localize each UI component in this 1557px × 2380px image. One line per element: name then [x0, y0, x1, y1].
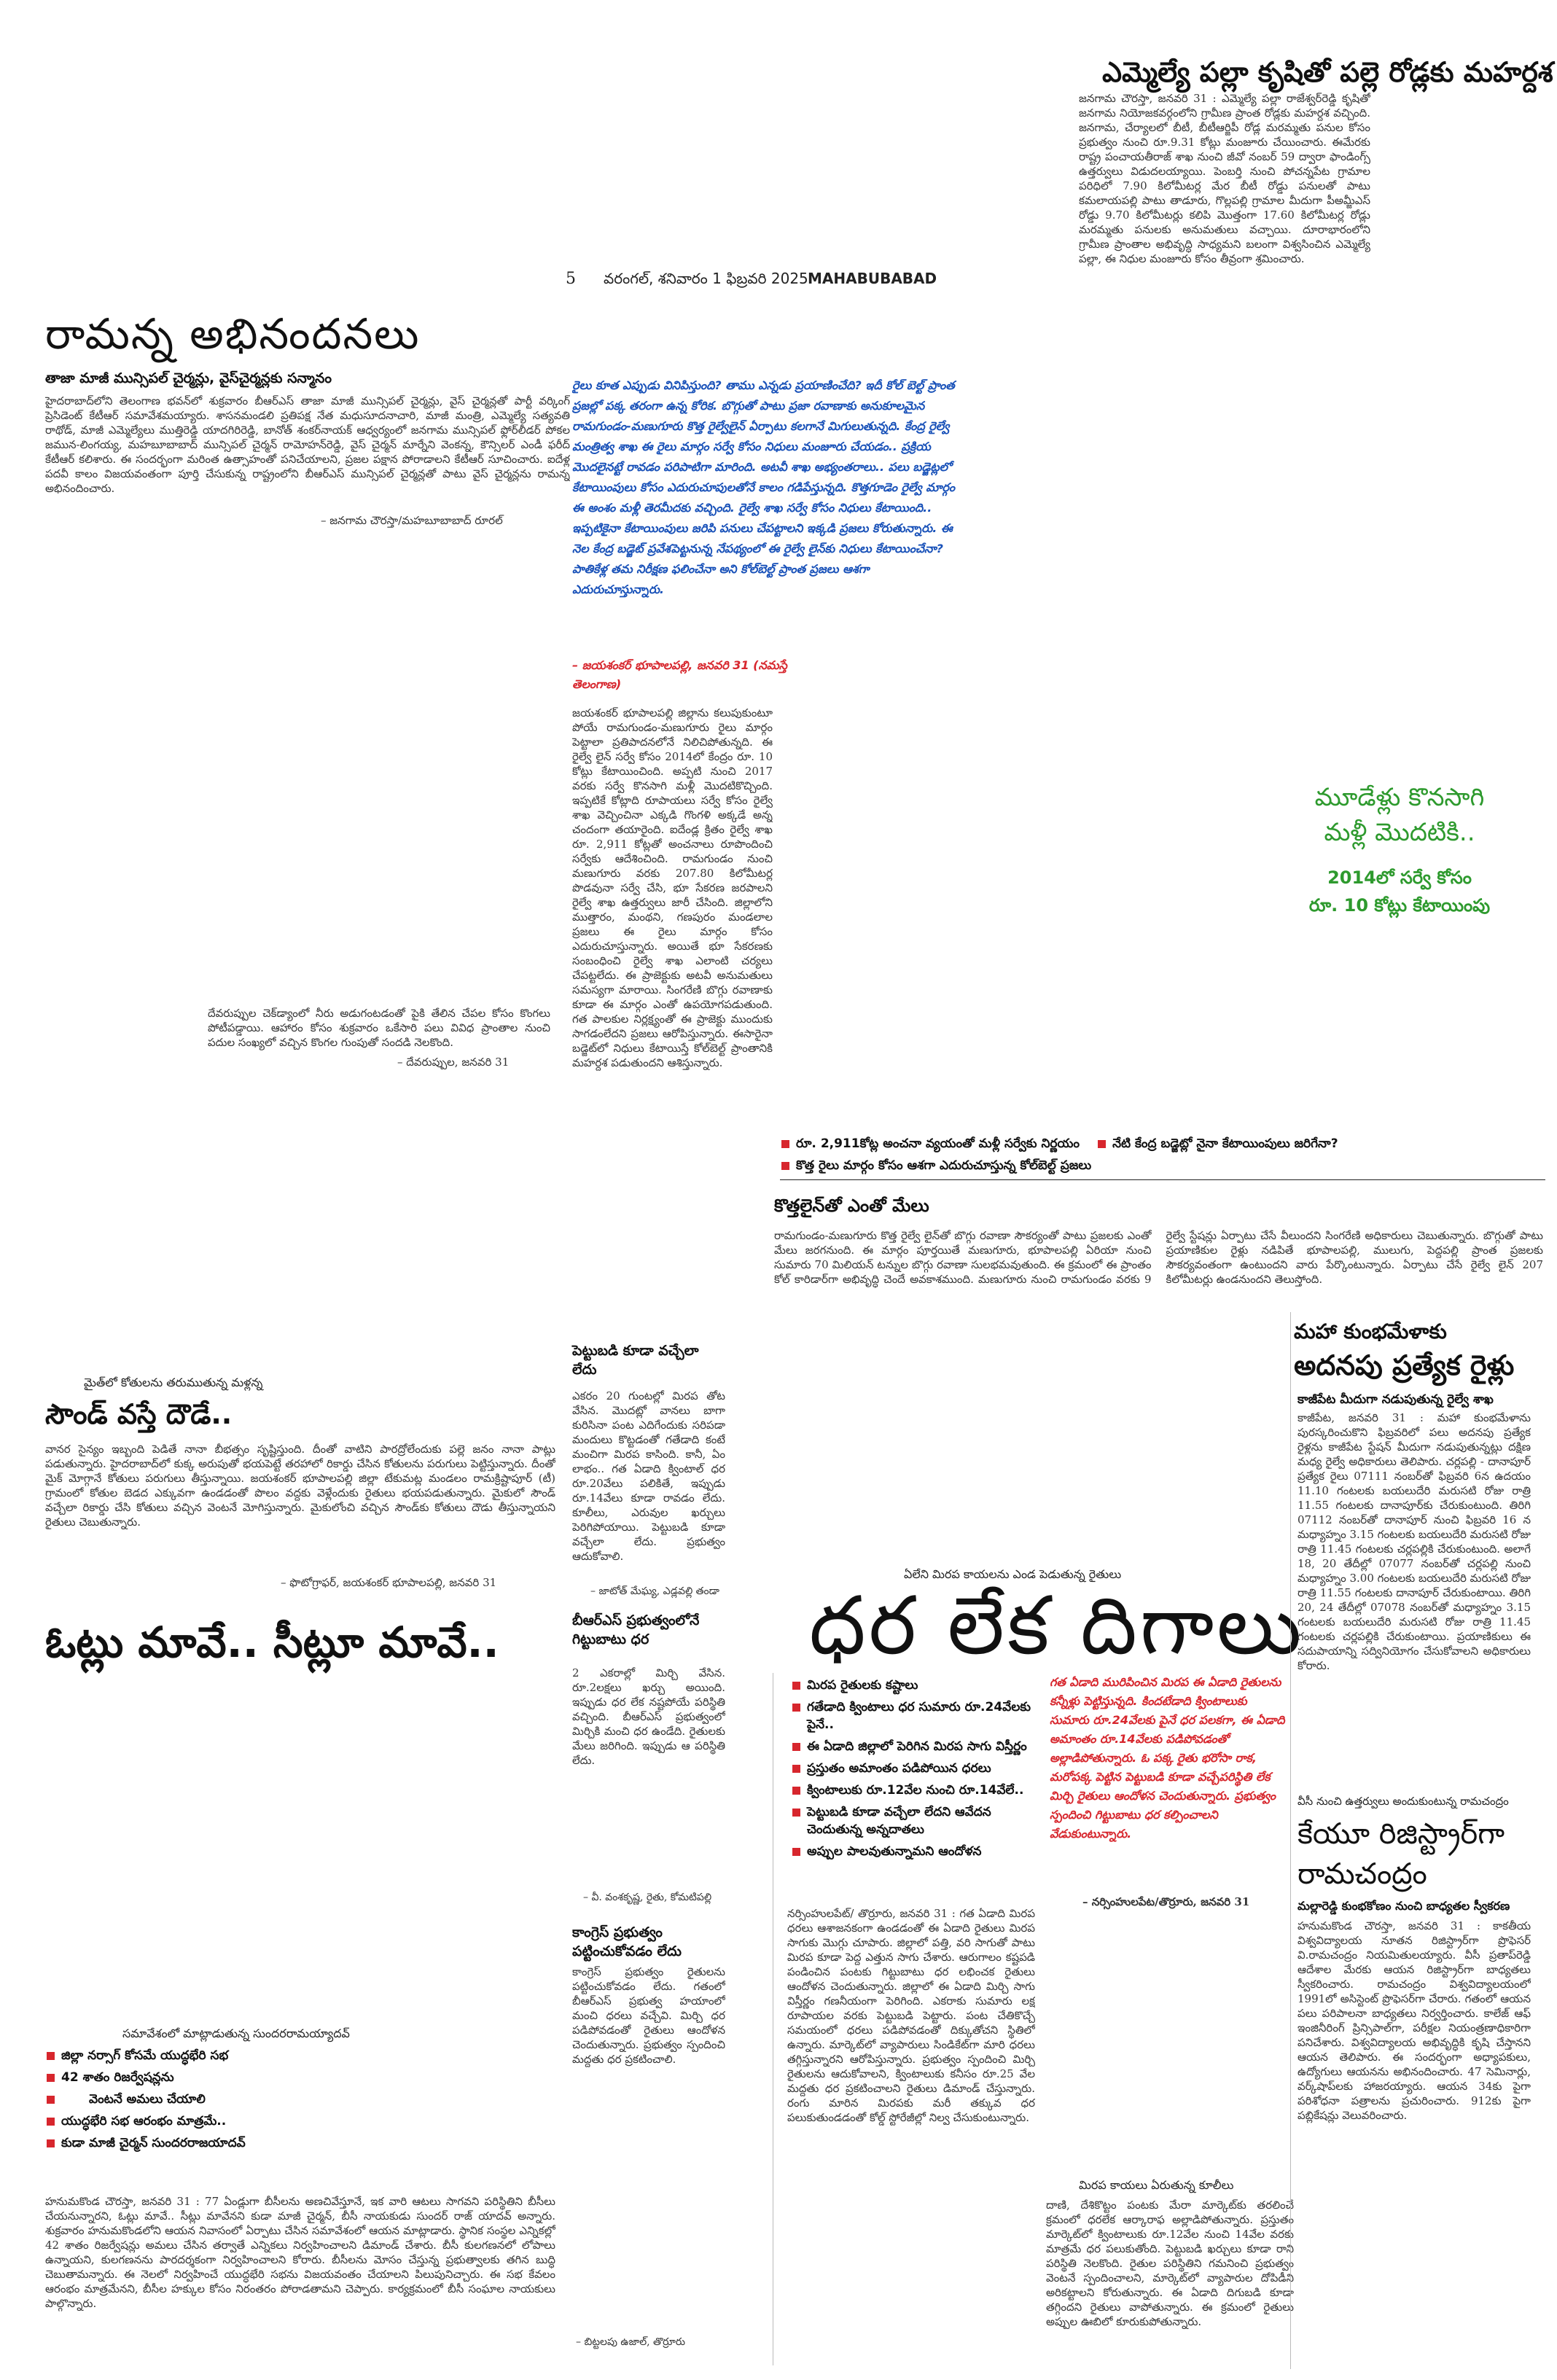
votes-headline: ఓట్లు మావే.. సీట్లూ మావే..: [45, 1618, 499, 1667]
votes-body: హనుమకొండ చౌరస్తా, జనవరి 31 : 77 ఏండ్లుగా…: [45, 2195, 555, 2310]
investment-subhead: పెట్టుబడి కూడా వచ్చేలా లేదు: [572, 1343, 699, 1378]
railway-intro-credit: – జయశంకర్ భూపాలపల్లి, జనవరి 31 (నమస్తే త…: [572, 658, 787, 691]
chilli-bullet: ఈ ఏడాది జిల్లాలో పెరిగిన మిరప సాగు విస్త…: [791, 1738, 1039, 1755]
kumbh-subhead: కాజీపేట మీదుగా నడుపుతున్న రైల్వే శాఖ: [1298, 1392, 1494, 1407]
greetings-headline: రామన్న అభినందనలు: [45, 309, 421, 359]
column-rule: [1290, 1312, 1291, 2369]
votes-bullet: కుడా మాజీ చైర్మన్ సుందరరాజయాదవ్: [45, 2134, 264, 2152]
railway-side-headline: మూడేళ్లు కొనసాగి మళ్లీ మొదటికి..: [1314, 783, 1485, 847]
votes-bullets: జిల్లా నర్సాగ్ కోసమే యుద్ధభేరి సభ 42 శాత…: [45, 2047, 264, 2156]
railway-highlight-item: నేటి కేంద్ర బడ్జెట్లో నైనా కేటాయింపులు జ…: [1096, 1135, 1338, 1152]
chilli-bullet: ప్రస్తుతం అమాంతం పడిపోయిన ధరలు: [791, 1760, 1039, 1777]
chilli-bullet: మిరప రైతులకు కష్టాలు: [791, 1677, 1039, 1694]
railway-side-line1: 2014లో సర్వే కోసం: [1327, 867, 1472, 888]
chilli-credit: – నర్సింహులపేట/తొర్రూరు, జనవరి 31: [1082, 1895, 1250, 1908]
folio-page-number: 5: [566, 270, 576, 288]
votes-bullet: యుద్ధభేరి సభ ఆరంభం మాత్రమే..: [45, 2112, 264, 2130]
chilli-headline: ధర లేక దిగాలు: [809, 1579, 1305, 1672]
greetings-body: హైదరాబాద్‌లోని తెలంగాణ భవన్‌లో శుక్రవారం…: [45, 394, 570, 495]
registrar-headline-line1: కేయూ రిజిస్ట్రార్‌గా: [1298, 1817, 1505, 1851]
birds-caption: దేవరుప్పుల చెక్‌డ్యాంలో నీరు అడుగంటడంతో …: [208, 1007, 550, 1049]
investment-credit3: – బిట్టలపు ఉజాల్, తొర్రూరు: [576, 2336, 685, 2348]
birds-credit: – దేవరుప్పుల, జనవరి 31: [397, 1056, 510, 1069]
kumbh-headline-line1: మహా కుంభమేళాకు: [1294, 1319, 1447, 1343]
railway-side-line2: రూ. 10 కోట్లు కేటాయింపు: [1308, 895, 1491, 916]
greetings-subhead: తాజా మాజీ మున్సిపల్ చైర్మన్లు, వైస్‌చైర్…: [45, 370, 332, 386]
road-headline: ఎమ్మెల్యే పల్లా కృషితో పల్లె రోడ్లకు మహర…: [1102, 56, 1553, 88]
railway-highlights: రూ. 2,911కోట్ల అంచనా వ్యయంతో మళ్లీ సర్వే…: [780, 1135, 1545, 1179]
investment-credit: – జాటోత్ మేఘ్య, ఎడ్లవల్లి తండా: [590, 1585, 719, 1597]
chilli-bullet: గతేడాది క్వింటాలు ధర సుమారు రూ.24వేలకు ప…: [791, 1698, 1039, 1733]
railway-highlight-item: కొత్త రైలు మార్గం కోసం ఆశగా ఎదురుచూస్తున…: [780, 1157, 1545, 1174]
registrar-headline-line2: రామచంద్రం: [1298, 1857, 1427, 1891]
folio-dateline: వరంగల్, శనివారం 1 ఫిబ్రవరి 2025: [604, 270, 808, 287]
chilli-bullet: పెట్టుబడి కూడా వచ్చేలా లేదని ఆవేదన చెందు…: [791, 1803, 1039, 1838]
registrar-subhead: మల్లారెడ్డి కుంభకోణం నుంచి బాధ్యతల స్వీక…: [1298, 1899, 1510, 1913]
votes-photo: [42, 1684, 567, 2019]
sand-body: వానర సైన్యం ఇబ్బంది పెడితే నానా బీభత్సం …: [45, 1443, 555, 1529]
chilli-bullet: అప్పుల పాలవుతున్నామని ఆందోళన: [791, 1843, 1039, 1860]
votes-bullet: వెంటనే అమలు చేయాలి: [45, 2091, 264, 2108]
registrar-body: హనుమకొండ చౌరస్తా, జనవరి 31 : కాకతీయ విశ్…: [1298, 1919, 1531, 2122]
investment-credit2: – వీ. వంశకృష్ణ, రైతు, కోమటిపల్లి: [583, 1892, 712, 1903]
railway-benefit-body: రామగుండం-మణుగూరు కొత్త రైల్వే లైన్‌తో బొ…: [774, 1229, 1543, 1286]
railway-intro: రైలు కూత ఎప్పుడు వినిపిస్తుంది? తాము ఎన్…: [572, 378, 955, 596]
column-rule: [780, 1179, 1545, 1180]
investment-body2: 2 ఎకరాల్లో మిర్చి వేసిన. రూ.2లక్షలు ఖర్చ…: [572, 1666, 725, 1767]
chilli-photo: [1046, 1924, 1294, 2165]
railway-body: జయశంకర్ భూపాలపల్లి జిల్లాను కలుపుకుంటూ ప…: [572, 706, 773, 1069]
railway-highlight-item: రూ. 2,911కోట్ల అంచనా వ్యయంతో మళ్లీ సర్వే…: [780, 1135, 1080, 1152]
chilli-kicker: ఏలేని మిరప కాయలను ఎండ పెడుతున్న రైతులు: [904, 1567, 1122, 1581]
investment-subhead2: బీఆర్‌ఎస్ ప్రభుత్వంలోనే గిట్టుబాటు ధర: [572, 1612, 700, 1647]
sand-kicker: మైత్‌లో కోతులను తరుముతున్న మళ్లన్న: [84, 1376, 263, 1389]
chilli-quote: గత ఏడాది మురిపించిన మిరప ఈ ఏడాది రైతులను…: [1050, 1675, 1285, 1841]
votes-kicker: సమావేశంలో మాట్లాడుతున్న సుందరరామయ్యాదవ్: [122, 2026, 350, 2040]
greetings-credit: – జనగామ చౌరస్తా/మహబూబాబాద్ రూరల్: [321, 514, 503, 527]
investment-subhead3: కాంగ్రెస్ ప్రభుత్వం పట్టించుకోవడం లేదు: [572, 1924, 682, 1959]
chilli-bullets: మిరప రైతులకు కష్టాలు గతేడాది క్వింటాలు ధ…: [791, 1677, 1039, 1865]
kumbh-body: కాజీపేట, జనవరి 31 : మహా కుంభమేళాను పురస్…: [1298, 1411, 1531, 1672]
folio-edition: MAHABUBABAD: [808, 270, 937, 287]
road-body: జనగామ చౌరస్తా, జనవరి 31 : ఎమ్మెల్యే పల్ల…: [1079, 92, 1370, 265]
registrar-kicker: వీసీ నుంచి ఉత్తర్వులు అందుకుంటున్న రామచం…: [1298, 1795, 1509, 1808]
chilli-photo-caption: మిరప కాయలు ఏరుతున్న కూలీలు: [1079, 2178, 1234, 2192]
sand-credit: – ఫొటోగ్రాఫర్, జయశంకర్ భూపాలపల్లి, జనవరి…: [281, 1576, 497, 1589]
chilli-bullet: క్వింటాలుకు రూ.12వేల నుంచి రూ.14వేలే..: [791, 1782, 1039, 1799]
investment-body: ఎకరం 20 గుంటల్లో మిరప తోట వేసిన. మొదట్లో…: [572, 1389, 725, 1563]
greetings-photo: [42, 20, 538, 268]
votes-bullet: 42 శాతం రిజర్వేషన్లను: [45, 2069, 264, 2086]
chilli-body2: దాణి, దేశికొట్టం పంటకు మేరా మార్కెట్‌కు …: [1046, 2198, 1294, 2328]
investment-body3: కాంగ్రెస్ ప్రభుత్వం రైతులను పట్టించుకోవడ…: [572, 1965, 725, 2066]
birds-photo: [42, 539, 553, 977]
sand-headline: సౌండ్ వస్తే దౌడే..: [45, 1398, 233, 1430]
kumbh-headline-line2: అదనపు ప్రత్యేక రైళ్లు: [1294, 1349, 1515, 1381]
investment-portrait: [660, 1385, 725, 1465]
railway-map: [784, 706, 1542, 1114]
railway-benefit-subhead: కొత్తలైన్‌తో ఎంతో మేలు: [774, 1195, 929, 1216]
votes-bullet: జిల్లా నర్సాగ్ కోసమే యుద్ధభేరి సభ: [45, 2047, 264, 2064]
chilli-body: నర్సింహులపేట్/ తొర్రూరు, జనవరి 31 : గత ఏ…: [787, 1907, 1035, 2124]
